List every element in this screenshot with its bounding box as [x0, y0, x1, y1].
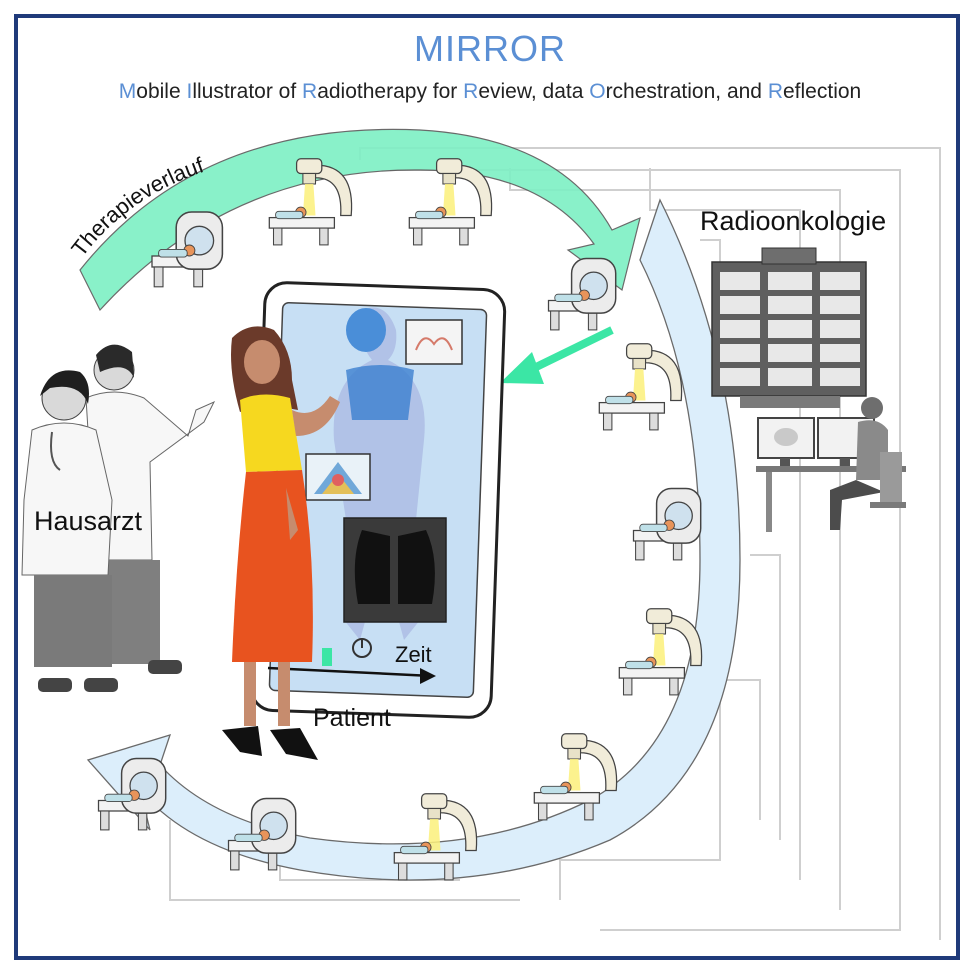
tablet-icon — [249, 281, 507, 719]
power-icon — [352, 638, 372, 658]
doctor-icon — [21, 370, 118, 692]
subtitle-initial: O — [589, 80, 606, 103]
subtitle-text: obile — [136, 80, 187, 103]
patient-figure — [222, 326, 340, 760]
doctor-icon — [85, 344, 216, 674]
subtitle-text: eview, data — [478, 80, 590, 103]
subtitle-initial: R — [302, 80, 318, 103]
time-axis-label: Zeit — [395, 642, 432, 667]
workstation-icon — [756, 397, 906, 532]
radiology-label: Radioonkologie — [700, 206, 887, 236]
subtitle-initial: M — [118, 80, 137, 103]
subtitle-text: llustrator of — [192, 80, 303, 103]
ct-scanner-icon — [547, 257, 617, 331]
gp-label: Hausarzt — [34, 506, 143, 536]
subtitle-initial: I — [186, 80, 193, 103]
server-rack-icon — [711, 247, 867, 408]
subtitle-text: eflection — [783, 80, 862, 103]
subtitle-initial: R — [463, 80, 479, 103]
figure-title: MIRROR — [414, 28, 566, 69]
subtitle-text: rchestration, and — [605, 80, 768, 103]
figure-subtitle: Mobile Illustrator of Radiotherapy for R… — [0, 80, 980, 104]
patient-label: Patient — [313, 704, 391, 732]
data-transfer-arrow — [500, 326, 614, 384]
linac-icon — [598, 343, 683, 431]
subtitle-text: adiotherapy for — [317, 80, 464, 103]
therapy-progress-arrow — [79, 128, 641, 312]
subtitle-initial: R — [767, 80, 783, 103]
ct-scanner-icon — [632, 487, 702, 561]
linac-icon — [408, 158, 493, 246]
